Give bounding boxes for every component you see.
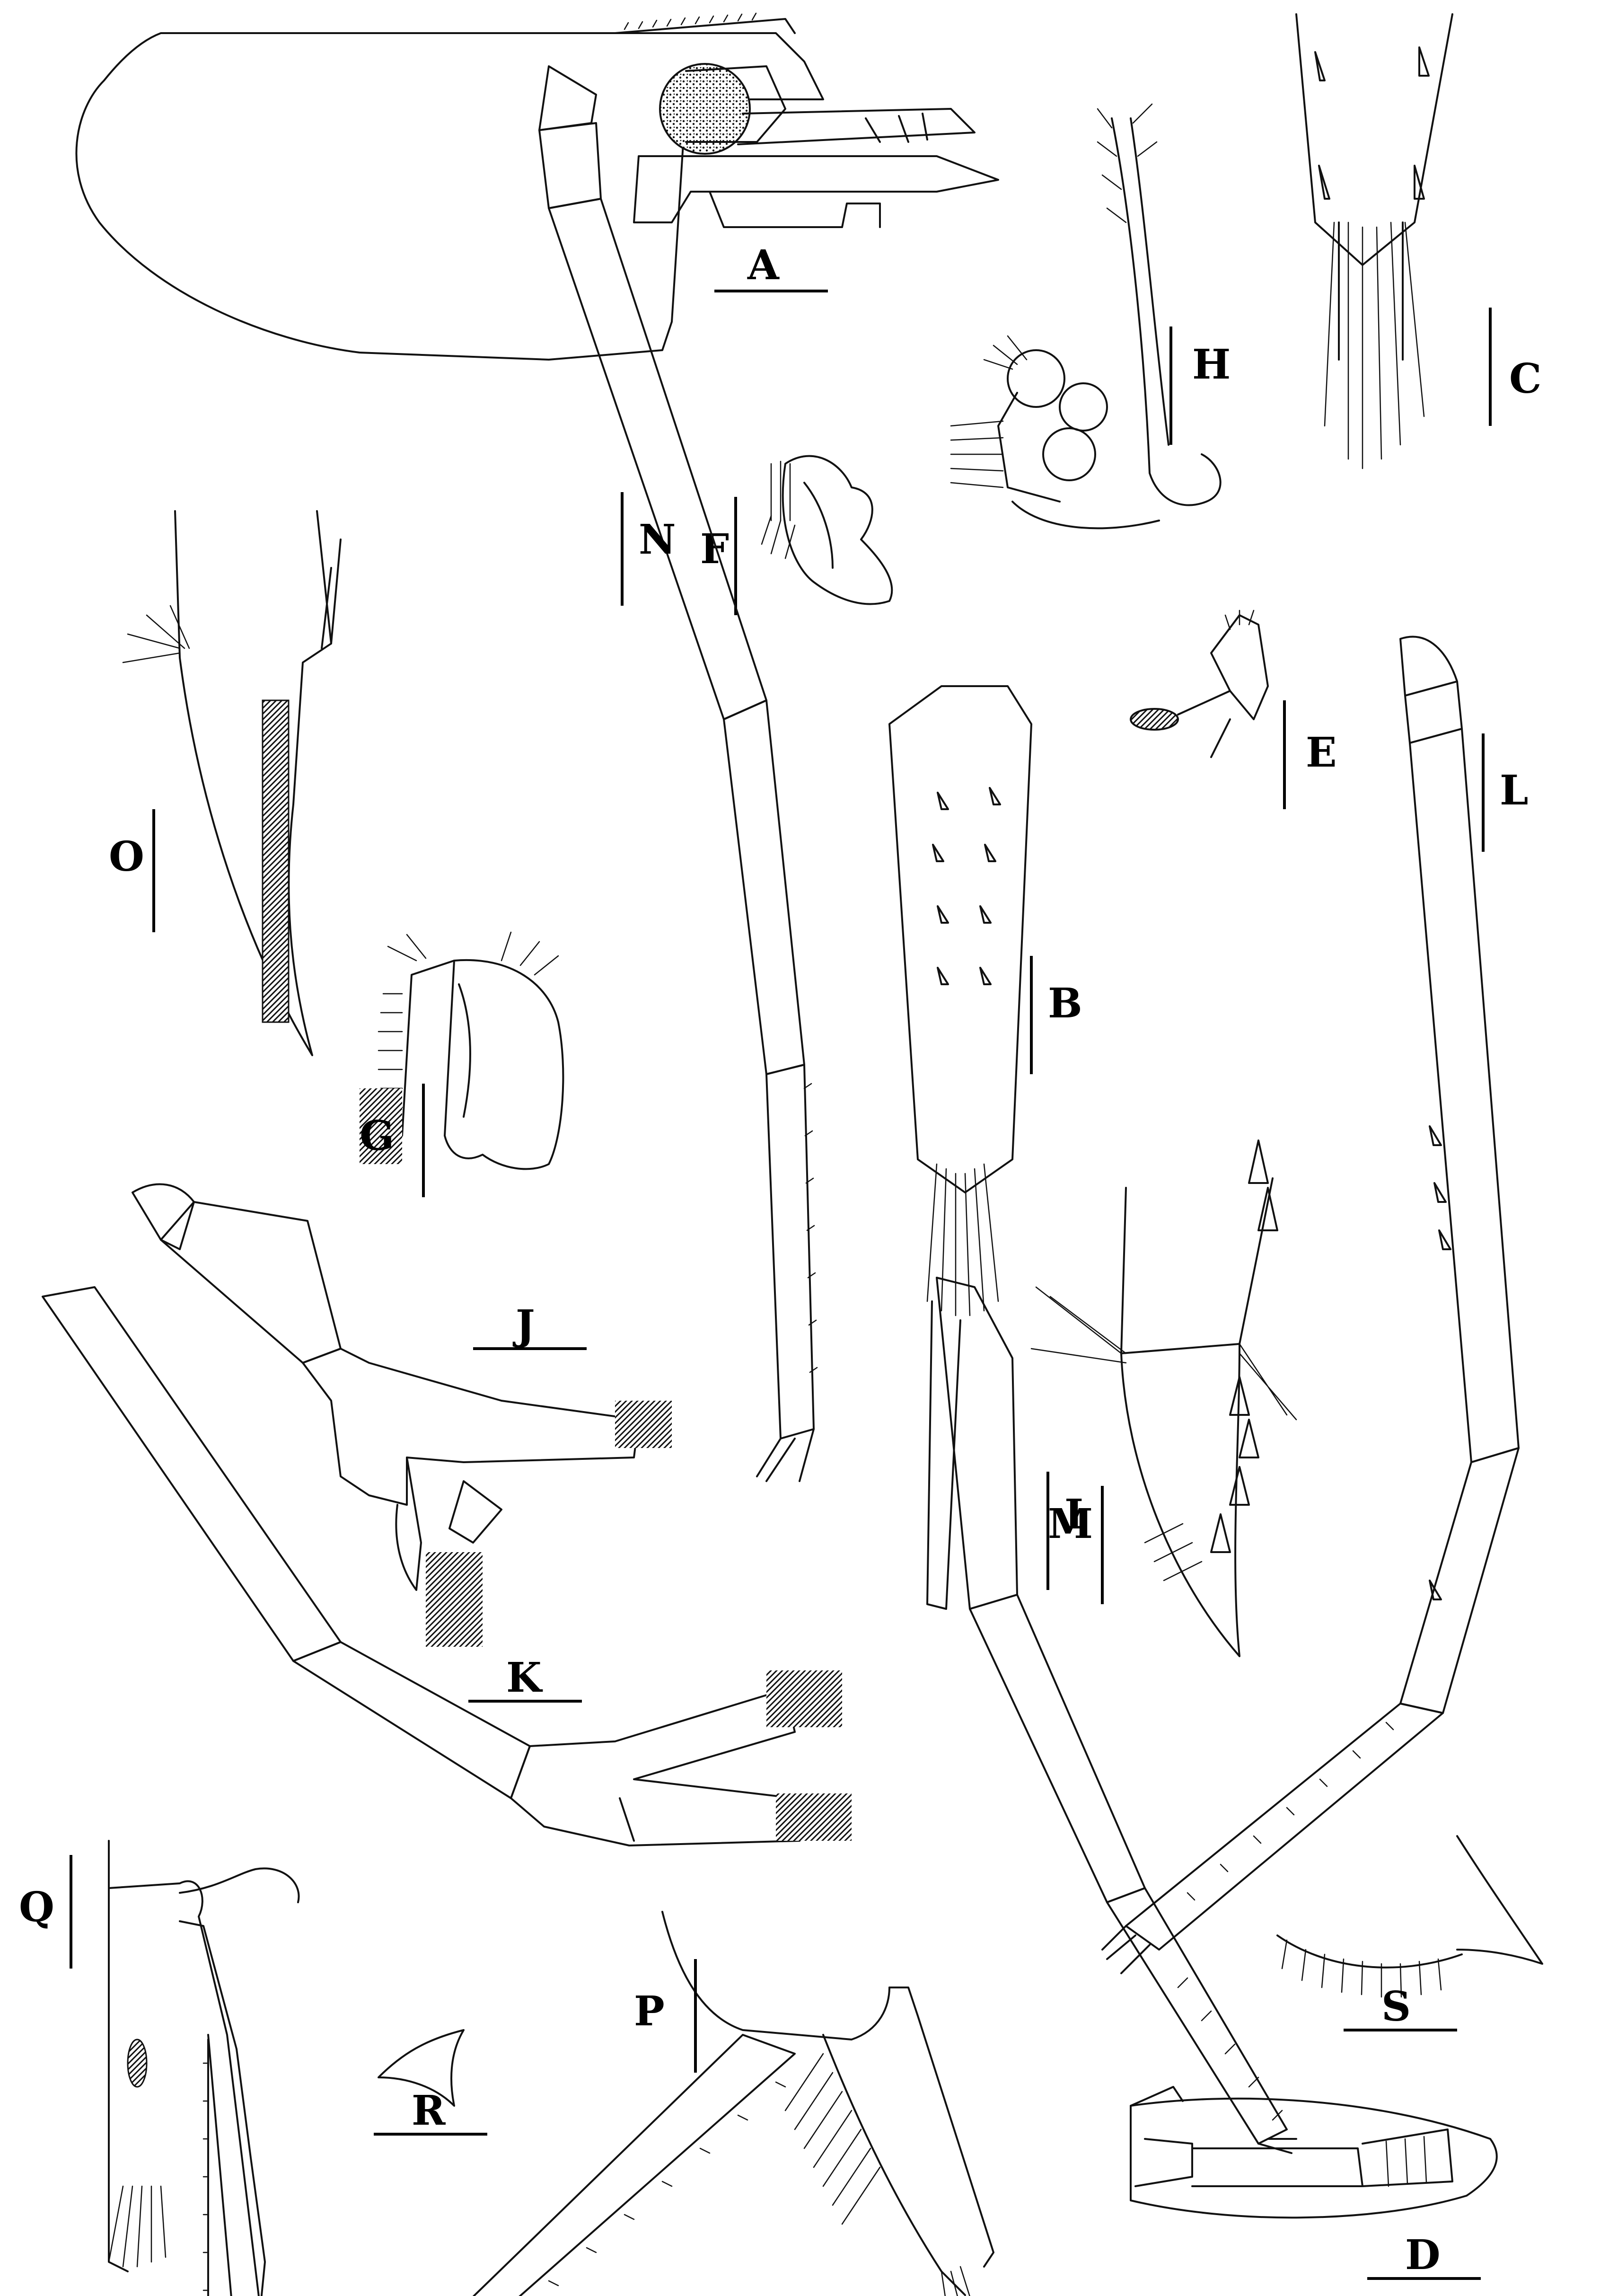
drawing-appendage-e [1130,609,1269,758]
panel-label-r: R [412,2087,446,2135]
panel-label-d: D [1405,2231,1441,2279]
panel-label-f: F [700,525,729,573]
panel-label-i: I [1064,1491,1083,1538]
chela-setae [615,1401,672,1448]
panel-label-b: B [1048,980,1082,1027]
drawing-chela-m [1030,1139,1297,1657]
panel-label-l: L [1500,767,1528,814]
drawing-spine-r [378,2029,465,2107]
drawing-pereopod-n [538,65,818,1482]
panel-label-c: C [1509,355,1541,403]
drawing-telson-b [888,685,1032,1316]
panel-label-s: S [1381,1983,1411,2031]
comb-setae [262,699,290,1023]
setal-brush [360,1088,402,1164]
drawing-maxilliped-h [950,103,1222,530]
panel-label-h: H [1192,341,1231,389]
panel-label-g: G [360,1112,394,1160]
drawing-pereopod-l [1101,636,1520,1974]
drawing-antennule-d [1130,2086,1498,2219]
panel-label-n: N [639,516,676,564]
panel-label-k: K [506,1654,543,1702]
spine-cluster [1130,708,1179,731]
drawing-appendage-g [360,931,564,1170]
drawing-pereopod-j [132,1183,672,1647]
setal-tuft [127,2039,148,2088]
drawing-pereopod-k [42,1286,852,1846]
panel-label-o: O [109,833,144,881]
chela-setae-upper [766,1670,842,1727]
panel-label-j: J [512,1301,535,1349]
drawing-spine-comb-s [1276,1835,1543,1998]
panel-label-m: M [1048,1500,1093,1548]
drawing-telson-tip [1295,13,1453,469]
drawing-uropod-p [472,1911,994,2296]
drawing-dactylus-o [122,510,342,1056]
chela-setae-lower [776,1793,852,1841]
eye [659,63,751,155]
panel-label-a: A [747,241,780,289]
panel-label-q: Q [19,1883,54,1931]
panel-label-p: P [634,1987,665,2035]
panel-label-e: E [1306,729,1337,777]
drawing-carapace-lateral [75,12,999,361]
dactyl-setae [426,1552,483,1647]
drawing-uropod-q [108,1840,300,2296]
drawing-appendage-f [761,455,893,605]
drawing-pereopod-i [926,1277,1297,2154]
